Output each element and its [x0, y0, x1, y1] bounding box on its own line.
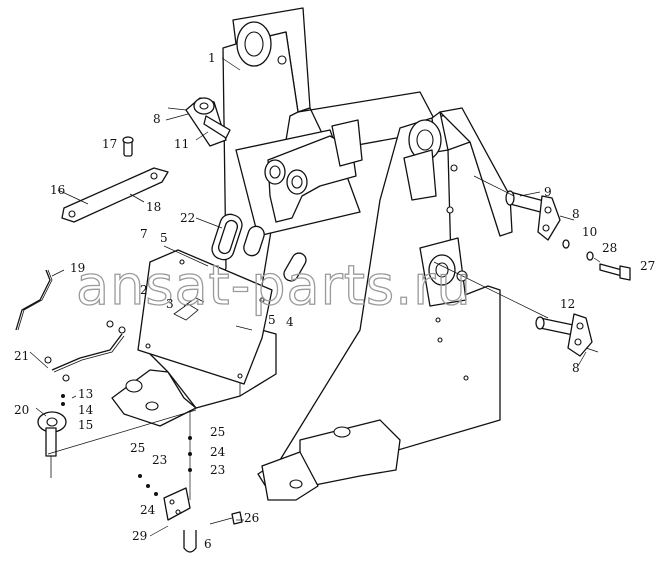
callout-25: 25 [130, 441, 145, 455]
callout-14: 14 [78, 403, 94, 417]
callout-4: 4 [286, 315, 294, 329]
bottom-bracket [138, 436, 243, 553]
callout-12: 12 [560, 297, 575, 311]
callout-29: 29 [132, 529, 147, 543]
callout-25: 25 [210, 425, 225, 439]
callout-23: 23 [210, 463, 225, 477]
callout-18: 18 [146, 200, 161, 214]
callout-21: 21 [14, 349, 29, 363]
main-frame [111, 7, 513, 501]
callout-2: 2 [140, 283, 148, 297]
callout-8: 8 [153, 112, 161, 126]
callout-13: 13 [78, 387, 93, 401]
callout-8: 8 [572, 207, 580, 221]
callout-17: 17 [102, 137, 117, 151]
callout-16: 16 [50, 183, 65, 197]
callout-6: 6 [204, 537, 212, 551]
callouts: 1 8 11 17 16 18 22 7 5 19 2 3 5 4 21 13 … [14, 51, 655, 551]
callout-3: 3 [166, 297, 174, 311]
callout-23: 23 [152, 453, 167, 467]
callout-24: 24 [140, 503, 156, 517]
callout-8: 8 [572, 361, 580, 375]
callout-10: 10 [582, 225, 597, 239]
watermark-text: ansat-parts.ru [76, 254, 472, 317]
callout-11: 11 [174, 137, 189, 151]
cover-plate [137, 249, 273, 385]
callout-9: 9 [544, 185, 552, 199]
callout-7: 7 [140, 227, 148, 241]
callout-28: 28 [602, 241, 617, 255]
callout-5: 5 [268, 313, 276, 327]
callout-27: 27 [640, 259, 655, 273]
callout-19: 19 [70, 261, 85, 275]
left-fittings [15, 269, 126, 478]
callout-20: 20 [14, 403, 29, 417]
left-pins [61, 97, 231, 223]
right-pins [505, 190, 631, 357]
leader-lines [29, 57, 601, 537]
callout-22: 22 [180, 211, 195, 225]
callout-24: 24 [210, 445, 226, 459]
callout-1: 1 [208, 51, 216, 65]
callout-26: 26 [244, 511, 259, 525]
callout-15: 15 [78, 418, 93, 432]
callout-5: 5 [160, 231, 168, 245]
